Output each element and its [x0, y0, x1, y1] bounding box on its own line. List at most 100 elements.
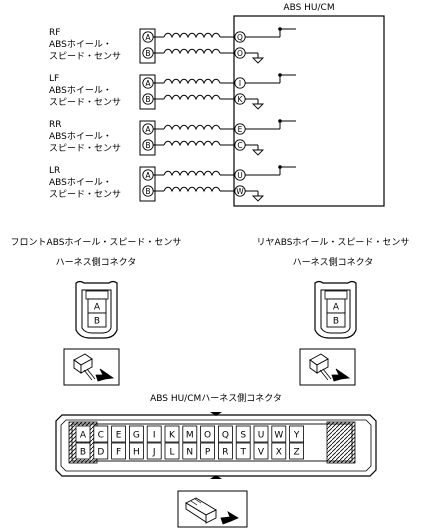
- sensor-name-line1: ABSホイール・: [49, 85, 112, 96]
- sensor-position-label: LR: [49, 166, 60, 176]
- abs-pin-label: C: [98, 431, 104, 441]
- sensor-pin-label: B: [145, 95, 150, 104]
- abs-pin-cell: [128, 425, 144, 443]
- abs-pin-cell: [200, 425, 216, 443]
- sensor-pin-label: A: [145, 33, 151, 42]
- abs-pin-cell: [182, 425, 198, 443]
- abs-pin-label: G: [133, 431, 140, 441]
- abs-pin-cell: [217, 425, 233, 443]
- abs-pin-label: X: [276, 448, 282, 458]
- abs-pin-cell: [271, 442, 287, 460]
- abs-pin-cell: [111, 425, 126, 443]
- abs-pin-label: D: [97, 448, 104, 458]
- abs-pin-cell: [111, 442, 126, 460]
- abs-pin-cell: [75, 442, 91, 460]
- abs-pin-label: S: [240, 431, 246, 441]
- rear-connector-pin-a: A: [333, 303, 340, 313]
- abs-pin-label: I: [153, 431, 156, 441]
- abs-pin-cell: [128, 442, 144, 460]
- abs-pin-label: F: [116, 448, 121, 458]
- abs-connector-title: ABS HU/CMハーネス側コネクタ: [150, 392, 282, 404]
- unit-pin-label: E: [238, 125, 243, 134]
- abs-pin-label: K: [169, 431, 176, 441]
- twisted-wire: [163, 78, 221, 85]
- abs-pin-cell: [235, 442, 251, 460]
- abs-pin-cell: [146, 442, 162, 460]
- twisted-wire: [163, 124, 221, 131]
- abs-pin-label: Z: [294, 448, 300, 458]
- abs-pin-label: N: [186, 448, 193, 458]
- unit-pin-label: Q: [237, 33, 243, 42]
- abs-pin-cell: [164, 442, 180, 460]
- front-connector-subtitle: ハーネス側コネクタ: [56, 256, 137, 268]
- abs-pin-label: M: [186, 431, 194, 441]
- abs-pin-label: R: [222, 448, 228, 458]
- rear-connector-title: リヤABSホイール・スピード・センサ: [257, 237, 410, 248]
- front-connector-plug-icon: [63, 348, 120, 386]
- sensor-pin-label: B: [145, 141, 150, 150]
- sensor-name-line1: ABSホイール・: [49, 177, 112, 188]
- sensor-pin-label: A: [145, 125, 151, 134]
- abs-pin-cell: [235, 425, 251, 443]
- sensor-pin-label: A: [145, 79, 151, 88]
- twisted-wire: [163, 94, 221, 101]
- abs-pin-label: J: [152, 448, 156, 458]
- abs-pin-label: Y: [293, 431, 300, 441]
- abs-pin-cell: [289, 442, 305, 460]
- sensor-pin-label: A: [145, 171, 151, 180]
- abs-pin-cell: [146, 425, 162, 443]
- unit-pin-label: I: [239, 79, 241, 88]
- ground-icon: [251, 57, 265, 64]
- sensor-name-line1: ABSホイール・: [49, 39, 112, 50]
- twisted-wire: [163, 48, 221, 55]
- abs-pin-label: B: [80, 448, 86, 458]
- abs-pin-cell: [271, 425, 287, 443]
- abs-pin-cell: [200, 442, 216, 460]
- abs-pin-label: U: [258, 431, 265, 441]
- twisted-wire: [163, 32, 221, 39]
- front-connector: A B: [75, 280, 118, 339]
- twisted-wire: [163, 140, 221, 147]
- unit-pin-label: W: [236, 187, 244, 196]
- abs-pin-cell: [253, 425, 269, 443]
- twisted-wire: [163, 186, 221, 193]
- abs-pin-cell: [93, 425, 109, 443]
- abs-pin-label: A: [80, 431, 87, 441]
- abs-pin-label: H: [133, 448, 140, 458]
- sensor-name-line2: スピード・センサ: [49, 143, 121, 154]
- abs-pin-cell: [289, 425, 305, 443]
- abs-pin-label: T: [239, 448, 246, 458]
- sensor-position-label: RR: [49, 120, 62, 130]
- abs-pin-cell: [217, 442, 233, 460]
- rear-connector: A B: [314, 280, 357, 339]
- unit-pin-label: U: [237, 171, 243, 180]
- abs-pin-cell: [164, 425, 180, 443]
- front-connector-pin-a: A: [94, 303, 101, 313]
- abs-pin-label: E: [116, 431, 122, 441]
- front-connector-pin-b: B: [94, 317, 100, 327]
- abs-pin-label: L: [169, 448, 174, 458]
- rear-connector-pin-b: B: [333, 317, 339, 327]
- ground-icon: [251, 103, 265, 110]
- unit-pin-label: C: [237, 141, 242, 150]
- sensor-name-line2: スピード・センサ: [49, 189, 121, 200]
- sensor-pin-label: B: [145, 49, 150, 58]
- abs-pin-cell: [253, 442, 269, 460]
- abs-connector-plug-icon: [177, 490, 248, 528]
- abs-hu-cm-box: [233, 15, 385, 207]
- abs-pin-label: P: [205, 448, 211, 458]
- abs-pin-label: Q: [222, 431, 229, 441]
- sensor-name-line1: ABSホイール・: [49, 131, 112, 142]
- sensor-pin-label: B: [145, 187, 150, 196]
- rear-connector-subtitle: ハーネス側コネクタ: [293, 256, 374, 268]
- abs-pin-label: W: [274, 431, 283, 441]
- sensor-position-label: LF: [49, 74, 59, 84]
- front-connector-title: フロントABSホイール・スピード・センサ: [11, 237, 182, 248]
- abs-pin-cell: [182, 442, 198, 460]
